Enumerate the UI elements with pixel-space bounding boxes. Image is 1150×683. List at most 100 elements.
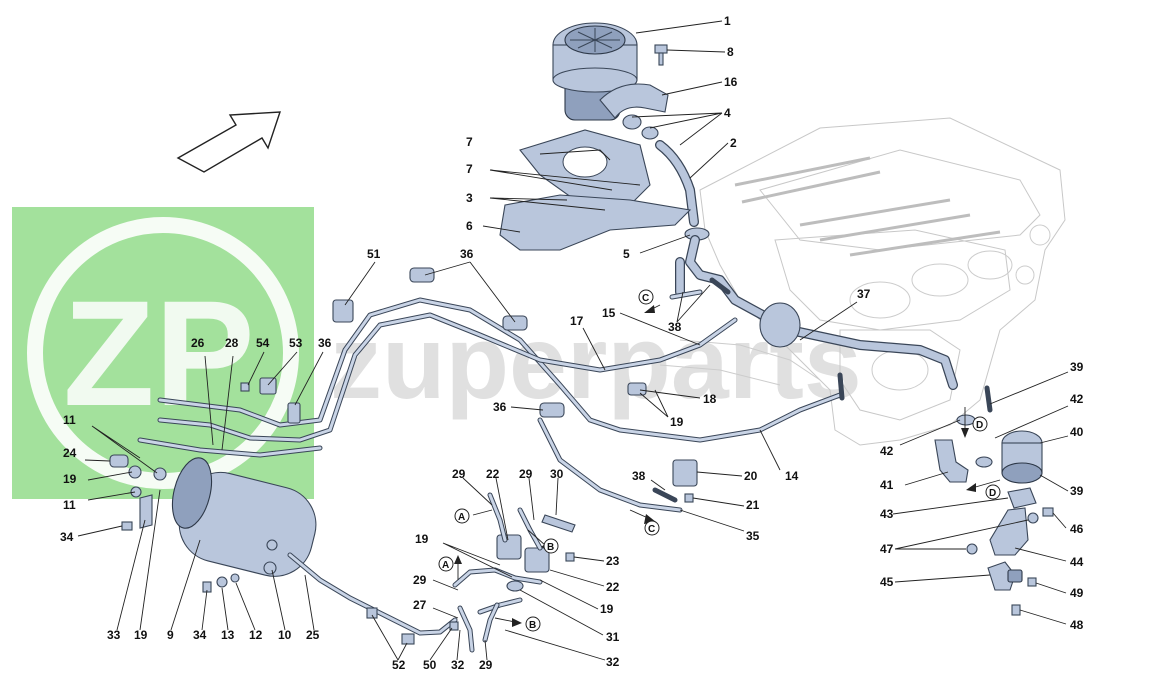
callout-label: 25 [306, 628, 320, 642]
callout-label: 51 [367, 247, 381, 261]
callout-label: 19 [670, 415, 684, 429]
letter-a2: A [442, 560, 449, 571]
callout-label: 7 [466, 135, 473, 149]
clip-36c [539, 402, 565, 418]
callout-label: 35 [746, 529, 760, 543]
letter-marker-d2 [985, 484, 1001, 500]
connector-36d [287, 402, 301, 424]
callout-label: 20 [744, 469, 758, 483]
flow-markers: C D D A B A C B [438, 289, 1001, 632]
leader-lines [77, 20, 1069, 661]
callout-label: 5 [623, 247, 630, 261]
seal-4b [641, 126, 659, 140]
callout-label: 18 [703, 392, 717, 406]
clip-36a [409, 267, 435, 283]
letter-a1: A [458, 512, 465, 523]
callout-label: 39 [1070, 484, 1084, 498]
callout-label: 21 [746, 498, 760, 512]
valve-22b [524, 547, 550, 573]
fitting-24 [109, 454, 129, 468]
callout-label: 19 [415, 532, 429, 546]
bracket-44 [989, 507, 1029, 556]
callout-label: 9 [167, 628, 174, 642]
letter-marker-a2 [438, 556, 454, 572]
callout-label: 46 [1070, 522, 1084, 536]
bracket-hole [562, 146, 608, 178]
valve-22a [496, 534, 522, 560]
callout-label: 52 [392, 658, 406, 672]
bolt-21 [684, 493, 694, 503]
clamp-42b [975, 456, 993, 468]
washer-47b [1027, 512, 1039, 524]
strap-30 [541, 514, 576, 533]
callout-label: 32 [606, 655, 620, 669]
callout-label: 29 [479, 658, 493, 672]
clip-52a [366, 607, 378, 619]
washer-12 [230, 573, 240, 583]
bolt-8 [654, 44, 668, 66]
letter-marker-b1 [543, 538, 559, 554]
callout-label: 54 [256, 336, 270, 350]
callout-label: 1 [724, 14, 731, 28]
charcoal-canister [171, 457, 317, 577]
callout-label: 8 [727, 45, 734, 59]
letter-d1: D [976, 420, 983, 431]
callout-label: 45 [880, 575, 894, 589]
check-valve-40 [1001, 430, 1043, 484]
callout-label: 24 [63, 446, 77, 460]
hose-2 [655, 140, 699, 227]
callout-label: 47 [880, 542, 894, 556]
clamp-31 [506, 580, 524, 592]
letter-marker-d1 [972, 416, 988, 432]
bolt-49 [1027, 577, 1037, 587]
clip-51 [332, 299, 354, 323]
direction-arrow-icon [176, 111, 281, 173]
callout-label: 31 [606, 630, 620, 644]
callout-label: 6 [466, 219, 473, 233]
callout-label: 34 [60, 530, 74, 544]
callout-label: 11 [63, 413, 76, 427]
callout-label: 22 [606, 580, 620, 594]
callout-label: 38 [668, 320, 682, 334]
callout-label: 33 [107, 628, 121, 642]
callout-label: 23 [606, 554, 620, 568]
callout-label: 3 [466, 191, 473, 205]
clip-18 [627, 382, 647, 396]
callout-label: 15 [602, 306, 616, 320]
callout-label: 22 [486, 467, 500, 481]
callout-label: 41 [880, 478, 894, 492]
support-bracket-6 [499, 194, 692, 251]
callout-label: 32 [451, 658, 465, 672]
callout-label: 40 [1070, 425, 1084, 439]
callout-label: 38 [632, 469, 646, 483]
callout-label: 37 [857, 287, 871, 301]
callout-label: 7 [466, 162, 473, 176]
letter-marker-a1 [454, 508, 470, 524]
letter-marker-c2 [644, 520, 660, 536]
callout-label: 43 [880, 507, 894, 521]
callout-label: 42 [880, 444, 894, 458]
callout-label: 44 [1070, 555, 1084, 569]
callout-label: 28 [225, 336, 239, 350]
callout-label: 29 [413, 573, 427, 587]
callout-label: 16 [724, 75, 738, 89]
callout-label: 53 [289, 336, 303, 350]
bolt-48 [1011, 604, 1021, 616]
callout-labels: 1 8 16 4 2 7 7 3 6 5 51 36 15 38 37 17 2… [60, 14, 1084, 672]
elbow-37 [759, 302, 801, 348]
pump-bracket [599, 83, 669, 119]
ring-11 [130, 486, 142, 498]
letter-b2: B [529, 620, 536, 631]
callout-label: 42 [1070, 392, 1084, 406]
clip-36b [502, 315, 528, 331]
callout-label: 2 [730, 136, 737, 150]
gasket-43 [1007, 487, 1037, 509]
watermark-logo-ring [27, 217, 299, 489]
callout-label: 36 [318, 336, 332, 350]
hose-41 [934, 439, 969, 483]
bolt-23 [565, 552, 575, 562]
connector-53 [259, 377, 277, 395]
watermark: ZP zuperparts [12, 207, 862, 499]
callout-label: 26 [191, 336, 205, 350]
